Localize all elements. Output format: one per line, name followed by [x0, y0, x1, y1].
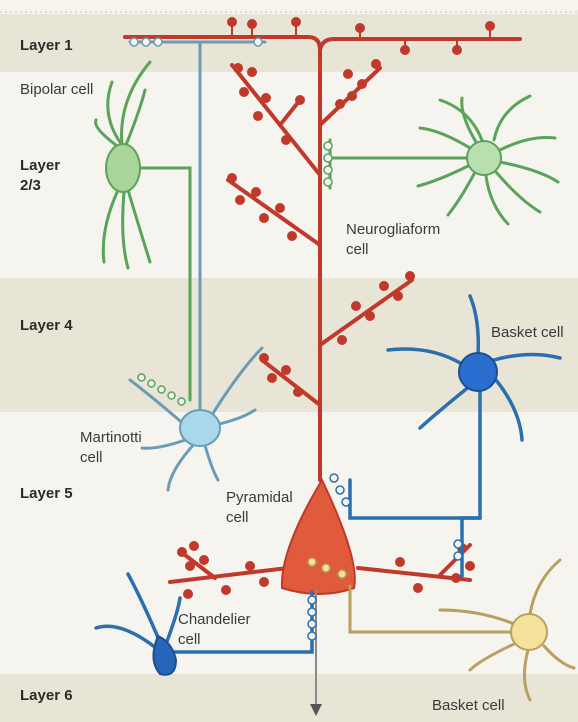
basket-top-soma	[459, 353, 497, 391]
neurogliaform-label-line2: cell	[346, 241, 369, 258]
bipolar-cell-label: Bipolar cell	[20, 81, 93, 98]
chandelier-label-line2: cell	[178, 631, 201, 648]
layer5-label: Layer 5	[20, 485, 73, 502]
band-layer23	[0, 72, 578, 278]
layer4-label: Layer 4	[20, 317, 73, 334]
martinotti-label-line1: Martinotti	[80, 429, 142, 446]
basket-bottom-label: Basket cell	[432, 697, 505, 714]
pyramidal-label-line2: cell	[226, 509, 249, 526]
basket-top-label: Basket cell	[491, 324, 564, 341]
layer23-label-line1: Layer	[20, 157, 60, 174]
pyramidal-label-line1: Pyramidal	[226, 489, 293, 506]
chandelier-label-line1: Chandelier	[178, 611, 251, 628]
neurogliaform-soma	[467, 141, 501, 175]
layer23-label-line2: 2/3	[20, 177, 41, 194]
layer1-label: Layer 1	[20, 37, 73, 54]
basket-bottom-soma	[511, 614, 547, 650]
bipolar-soma	[106, 144, 140, 192]
band-layer4	[0, 278, 578, 412]
neurogliaform-label-line1: Neurogliaform	[346, 221, 440, 238]
layer6-label: Layer 6	[20, 687, 73, 704]
martinotti-soma	[180, 410, 220, 446]
martinotti-label-line2: cell	[80, 449, 103, 466]
